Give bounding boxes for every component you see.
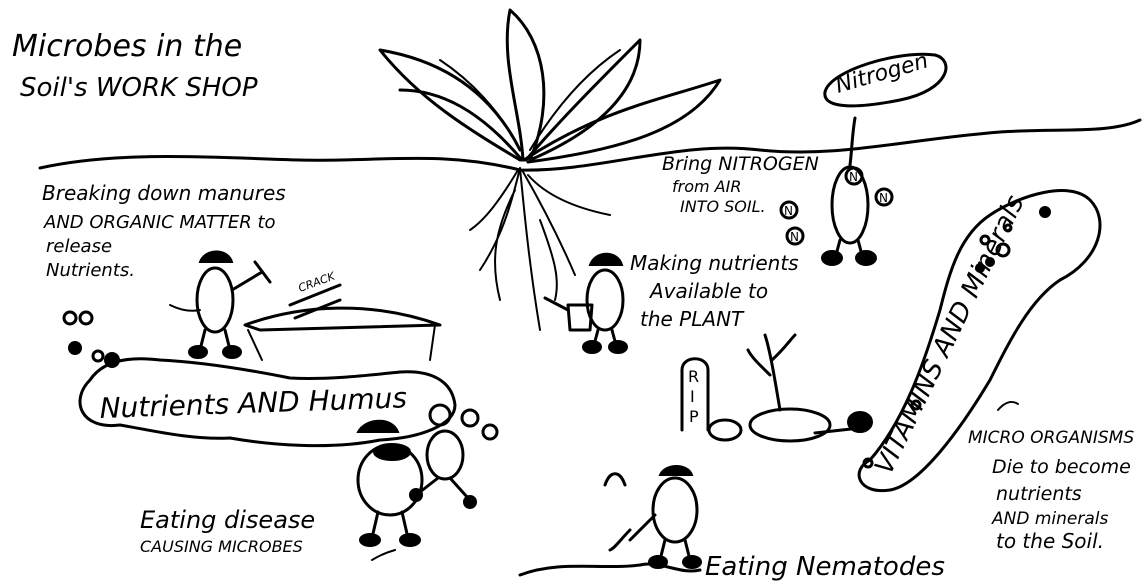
title-line-1: Microbes in the xyxy=(12,29,242,64)
nitrogen-balloon-label: Nitrogen xyxy=(833,49,931,99)
eating-nematodes-label: Eating Nematodes xyxy=(705,552,945,582)
breaking-down-group: Breaking down manures AND ORGANIC MATTER… xyxy=(42,181,440,360)
bring-nitrogen-2: from AIR xyxy=(672,177,741,196)
breaking-line-3: release xyxy=(46,236,112,257)
die-line-2: Die to become xyxy=(992,456,1131,478)
title: Microbes in the Soil's WORK SHOP xyxy=(12,29,258,103)
plant-leaves xyxy=(380,10,720,162)
n-symbol-2: N xyxy=(784,204,793,218)
n-symbol-3: N xyxy=(790,230,799,244)
nitrogen-group: Nitrogen Bring NITROGEN from AIR INTO SO… xyxy=(662,49,946,265)
breaking-line-4: Nutrients. xyxy=(46,260,135,281)
eating-disease-line-2: CAUSING MICROBES xyxy=(140,537,303,556)
eating-nematodes-group: Eating Nematodes xyxy=(520,466,945,582)
nutrients-humus-label: Nutrients AND Humus xyxy=(99,381,407,425)
crack-label: CRACK xyxy=(297,269,338,294)
breaking-line-2: AND ORGANIC MATTER to xyxy=(43,212,276,233)
making-line-3: the PLANT xyxy=(640,307,745,331)
rip-letter-r: R xyxy=(688,367,699,386)
die-line-5: to the Soil. xyxy=(996,529,1104,553)
microorganisms-die-group: MICRO ORGANISMS Die to become nutrients … xyxy=(968,402,1134,553)
rip-letter-p: P xyxy=(689,407,699,426)
eating-disease-line-1: Eating disease xyxy=(140,506,315,534)
rip-letter-i: I xyxy=(690,387,695,406)
die-line-4: AND minerals xyxy=(991,509,1108,529)
making-line-2: Available to xyxy=(648,279,768,303)
bring-nitrogen-1: Bring NITROGEN xyxy=(662,153,819,175)
rip-group: R I P xyxy=(682,335,872,441)
die-line-3: nutrients xyxy=(996,483,1082,505)
making-line-1: Making nutrients xyxy=(630,251,799,275)
eating-disease-group: Eating disease CAUSING MICROBES xyxy=(140,405,497,560)
making-nutrients-group: Making nutrients Available to the PLANT xyxy=(545,251,799,353)
nutrients-humus-group: Nutrients AND Humus xyxy=(64,312,455,446)
n-symbol-1: N xyxy=(849,170,858,184)
breaking-line-1: Breaking down manures xyxy=(42,181,286,205)
die-line-1: MICRO ORGANISMS xyxy=(968,428,1134,448)
manure-pile xyxy=(245,308,440,330)
n-symbol-4: N xyxy=(879,191,888,205)
title-line-2: Soil's WORK SHOP xyxy=(20,73,258,103)
bring-nitrogen-3: INTO SOIL. xyxy=(680,197,766,216)
